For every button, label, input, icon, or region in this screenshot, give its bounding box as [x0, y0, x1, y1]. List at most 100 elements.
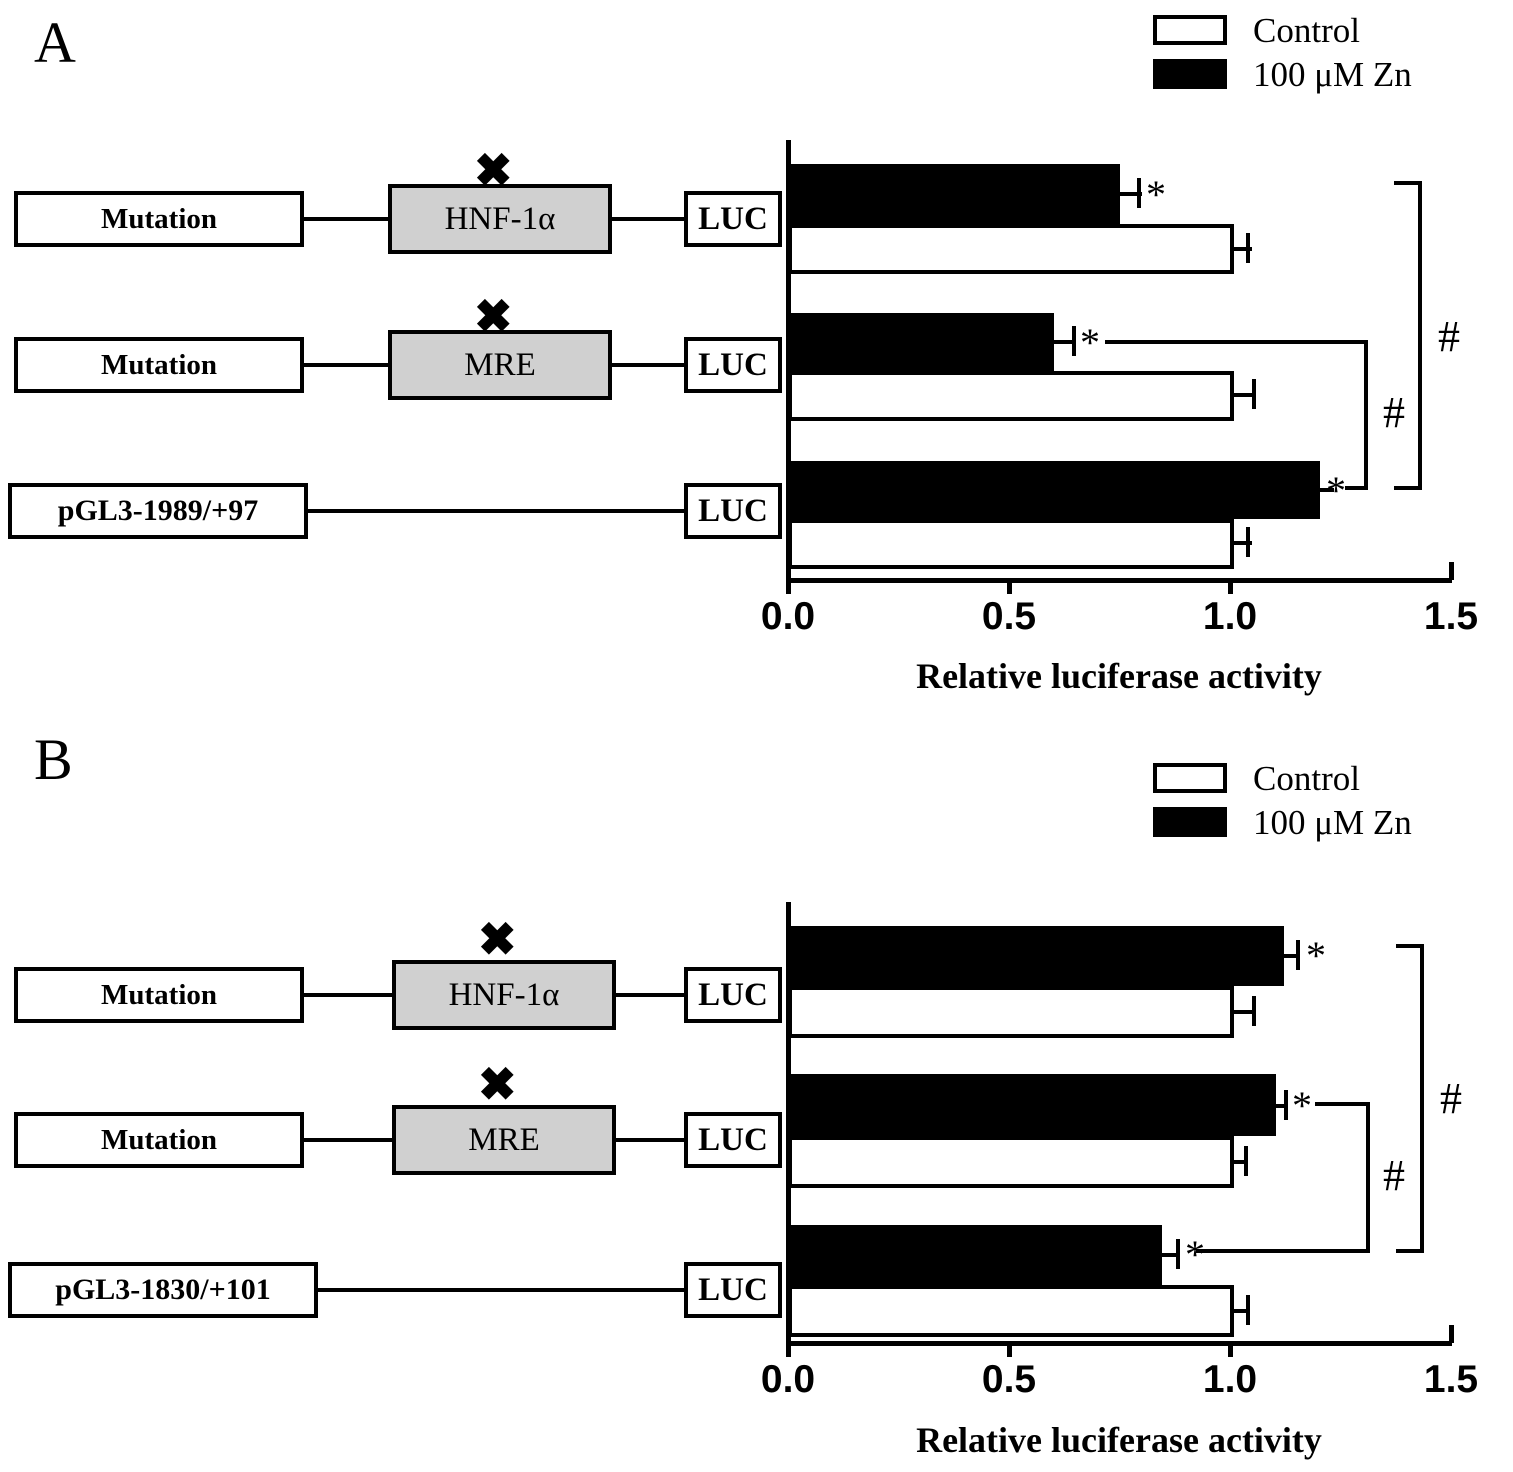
legend-item-zn: 100 μM Zn: [1153, 52, 1453, 96]
errorbar-cap: [1284, 1090, 1288, 1120]
bar-control-row3: [788, 519, 1234, 569]
construct-row-1: ✖ Mutation HNF-1α LUC: [0, 916, 800, 1056]
comparison-bracket-inner-bottom: [1196, 1249, 1370, 1253]
connector-line: [614, 993, 686, 997]
legend-swatch-zn-icon: [1153, 59, 1227, 89]
construct-promoter-box: pGL3-1830/+101: [8, 1262, 318, 1318]
errorbar-control-row3: [1234, 541, 1252, 545]
construct-row-3: pGL3-1989/+97 LUC: [0, 452, 800, 572]
comparison-hash-inner: #: [1383, 1151, 1405, 1200]
errorbar-cap: [1316, 474, 1320, 504]
construct-luc-box: LUC: [684, 483, 782, 539]
legend-item-zn: 100 μM Zn: [1153, 800, 1453, 844]
x-tick-label-1: 0.5: [981, 595, 1037, 638]
significance-star: *: [1292, 1083, 1312, 1128]
legend-label-zn: 100 μM Zn: [1253, 54, 1412, 94]
x-axis-tick: [786, 578, 791, 594]
errorbar-cap: [1246, 233, 1250, 263]
errorbar-control-row1: [1234, 1010, 1256, 1014]
construct-luc-box: LUC: [684, 967, 782, 1023]
bar-control-row2: [788, 371, 1234, 421]
panel-a: A Control 100 μM Zn ✖ Mutation HNF-1α LU…: [0, 0, 1513, 700]
comparison-bracket-inner-side: [1364, 340, 1368, 488]
errorbar-cap: [1137, 178, 1141, 208]
errorbar-cap: [1252, 996, 1256, 1026]
comparison-bracket-outer-bottom: [1396, 1249, 1424, 1253]
connector-line: [302, 363, 390, 367]
bar-control-row3: [788, 1285, 1234, 1337]
comparison-bracket-inner-top: [1315, 1102, 1370, 1106]
x-tick-label-2: 1.0: [1202, 595, 1258, 638]
x-axis-tick: [1228, 1341, 1233, 1357]
construct-element-box: MRE: [388, 330, 612, 400]
x-axis-tick: [1449, 562, 1454, 580]
x-tick-label-1: 0.5: [981, 1358, 1037, 1401]
bar-zn-row2: [788, 313, 1054, 371]
significance-star: *: [1306, 933, 1326, 978]
construct-luc-box: LUC: [684, 337, 782, 393]
errorbar-cap: [1252, 379, 1256, 409]
panel-b-letter: B: [34, 727, 73, 792]
x-axis-tick: [1449, 1325, 1454, 1343]
panel-b-chart: 0.0 0.5 1.0 1.5 Relative luciferase acti…: [0, 736, 1513, 1458]
errorbar-zn-row1: [1284, 954, 1300, 958]
comparison-hash-outer: #: [1440, 1074, 1462, 1123]
errorbar-zn-row2: [1054, 340, 1076, 344]
comparison-bracket-outer-bottom: [1394, 486, 1422, 490]
comparison-bracket-outer-top: [1396, 944, 1424, 948]
panel-a-legend: Control 100 μM Zn: [1153, 8, 1453, 96]
x-mark-icon: ✖: [478, 1058, 517, 1110]
construct-row-2: ✖ Mutation MRE LUC: [0, 1061, 800, 1201]
x-axis-tick: [786, 1341, 791, 1357]
errorbar-cap: [1176, 1239, 1180, 1269]
errorbar-control-row3: [1234, 1309, 1250, 1313]
legend-item-control: Control: [1153, 756, 1453, 800]
x-axis-title: Relative luciferase activity: [916, 1420, 1322, 1460]
panel-a-chart: 0.0 0.5 1.0 1.5 Relative luciferase acti…: [0, 0, 1513, 700]
x-axis-tick: [1228, 578, 1233, 594]
construct-promoter-box: Mutation: [14, 337, 304, 393]
errorbar-zn-row2: [1276, 1104, 1288, 1108]
significance-star: *: [1146, 172, 1166, 217]
construct-element-box: MRE: [392, 1105, 616, 1175]
x-axis-line: [786, 1341, 1452, 1346]
bar-control-row1: [788, 986, 1234, 1038]
errorbar-cap: [1072, 326, 1076, 356]
connector-line: [610, 217, 686, 221]
x-tick-label-3: 1.5: [1423, 595, 1479, 638]
comparison-hash-outer: #: [1438, 312, 1460, 361]
x-tick-label-2: 1.0: [1202, 1358, 1258, 1401]
comparison-bracket-inner-side: [1366, 1102, 1370, 1253]
panel-a-letter: A: [34, 10, 76, 75]
errorbar-control-row2: [1234, 1160, 1248, 1164]
bar-zn-row1: [788, 926, 1284, 986]
errorbar-cap: [1244, 1146, 1248, 1176]
significance-star: *: [1185, 1232, 1205, 1277]
construct-row-2: ✖ Mutation MRE LUC: [0, 293, 800, 426]
bar-control-row2: [788, 1136, 1234, 1188]
construct-row-3: pGL3-1830/+101 LUC: [0, 1231, 800, 1351]
legend-label-control: Control: [1253, 10, 1360, 50]
comparison-hash-inner: #: [1383, 388, 1405, 437]
comparison-bracket-inner-bottom: [1345, 486, 1368, 490]
legend-label-zn: 100 μM Zn: [1253, 802, 1412, 842]
construct-luc-box: LUC: [684, 1262, 782, 1318]
comparison-bracket-outer-top: [1394, 181, 1422, 185]
construct-luc-box: LUC: [684, 1112, 782, 1168]
construct-luc-box: LUC: [684, 191, 782, 247]
construct-promoter-box: Mutation: [14, 1112, 304, 1168]
connector-line: [302, 993, 394, 997]
connector-line: [306, 509, 686, 513]
construct-row-1: ✖ Mutation HNF-1α LUC: [0, 147, 800, 280]
errorbar-cap: [1246, 527, 1250, 557]
x-axis-line: [786, 578, 1452, 583]
construct-element-box: HNF-1α: [388, 184, 612, 254]
significance-star: *: [1326, 468, 1346, 513]
legend-swatch-control-icon: [1153, 15, 1227, 45]
x-tick-label-0: 0.0: [760, 1358, 816, 1401]
bar-zn-row3: [788, 1225, 1162, 1285]
x-axis-title: Relative luciferase activity: [916, 656, 1322, 696]
errorbar-cap: [1296, 940, 1300, 970]
legend-swatch-control-icon: [1153, 763, 1227, 793]
connector-line: [314, 1288, 686, 1292]
